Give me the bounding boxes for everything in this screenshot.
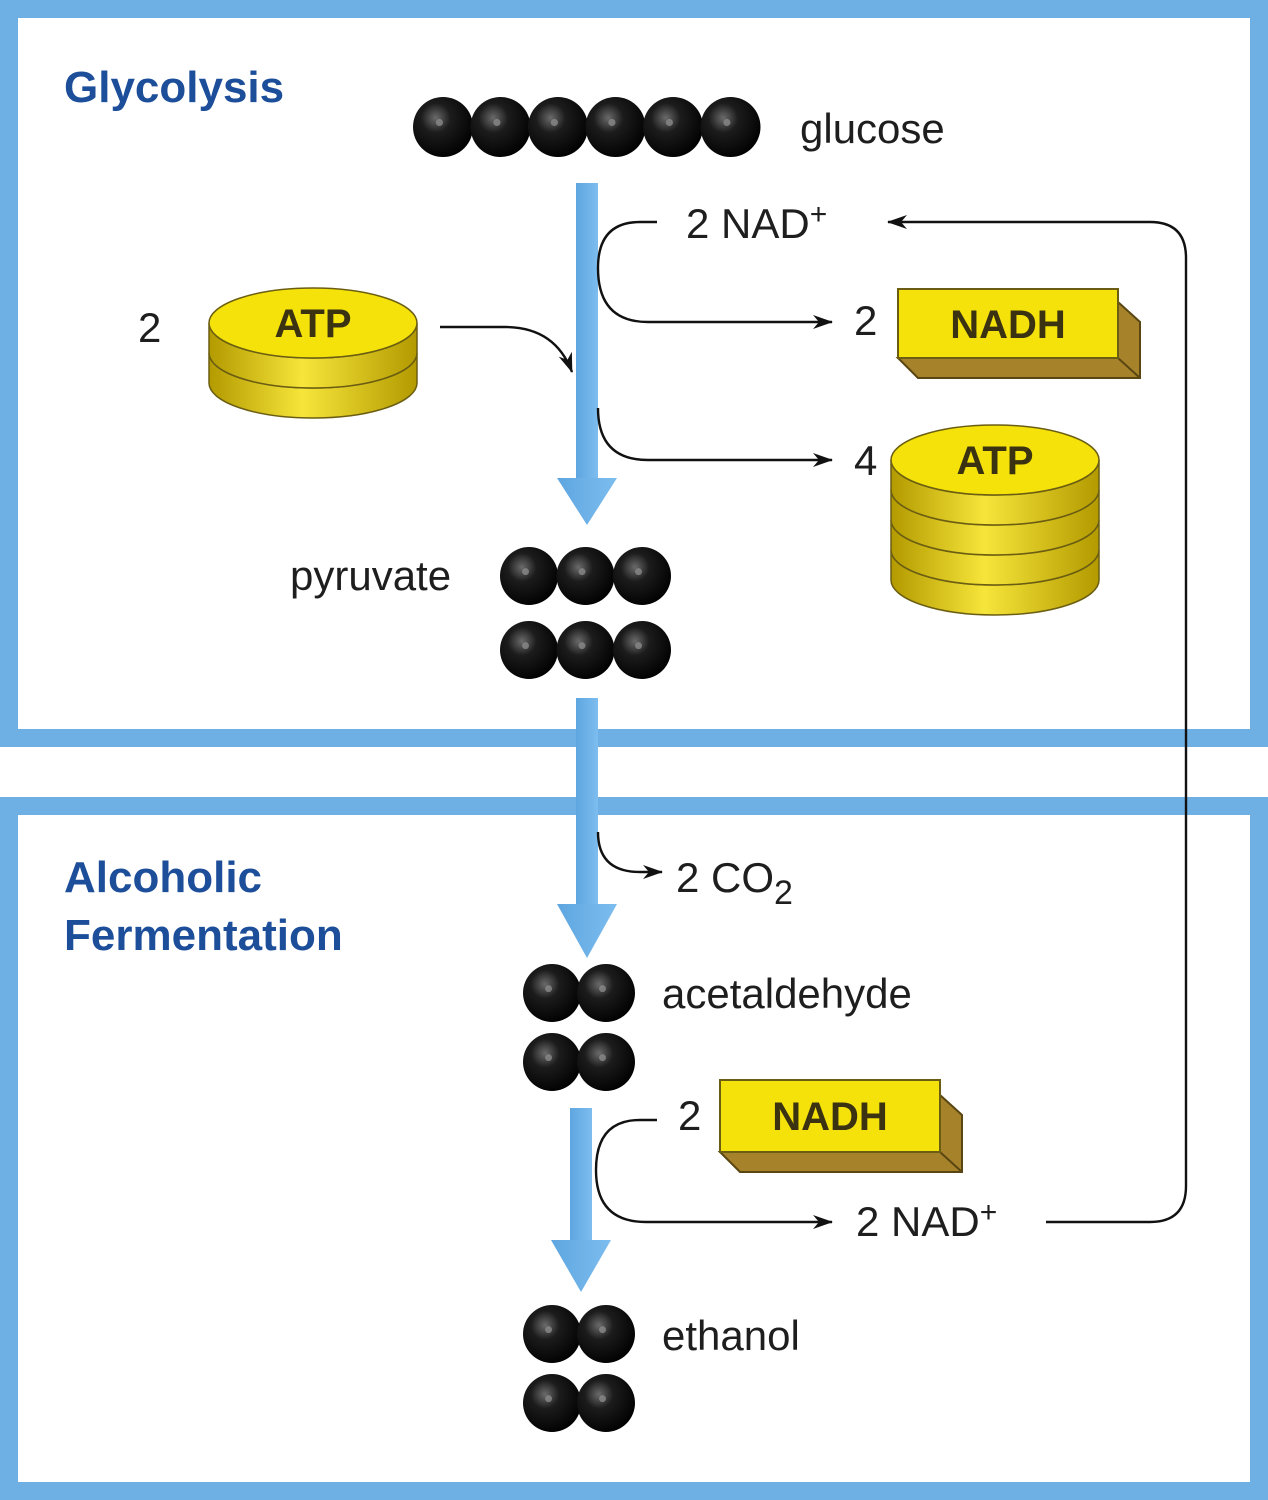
nad-plus-top-label: 2 NAD+ [686,198,827,247]
nadh-formation-arrow [596,220,833,329]
atp-output-count: 4 [854,437,877,484]
atp-output-arrow [596,407,833,467]
nadh-output-count: 2 [854,297,877,344]
carbon-atom [523,964,581,1022]
nad-regeneration-arrow [594,1118,833,1229]
atp-coin-label: ATP [956,439,1033,483]
atp-input-count: 2 [138,304,161,351]
carbon-atom-highlight [723,118,731,127]
carbon-atom [523,1374,581,1432]
atp-coin-top [890,424,1100,496]
nadh-input-card: NADH [717,1079,963,1173]
nad-recycle-arrow [887,215,1188,1224]
carbon-atom-highlight [599,1054,607,1062]
fermentation-heading-line1: Alcoholic [64,853,262,902]
fermentation-heading-line2: Fermentation [64,911,343,960]
carbon-atom-highlight [665,118,674,127]
carbon-atom-highlight [635,642,643,650]
carbon-atom-highlight [599,1395,607,1403]
carbon-atom [585,97,646,157]
carbon-atom-highlight [550,118,559,127]
carbon-atom [613,547,671,605]
nad-plus-bottom-label: 2 NAD+ [856,1196,997,1245]
carbon-atom [470,97,531,157]
atp-output-stack: ATP [890,424,1100,616]
glucose-label: glucose [800,105,945,152]
carbon-atom [577,1033,635,1091]
ethanol-label: ethanol [662,1312,800,1359]
carbon-atom-highlight [545,1326,553,1334]
carbon-atom [577,1305,635,1363]
carbon-atom-highlight [522,642,530,650]
carbon-atom-highlight [578,642,586,650]
carbon-atom-highlight [435,118,443,127]
fermentation-panel [0,797,1268,1500]
carbon-atom-highlight [599,1326,607,1334]
carbon-atom [528,97,588,157]
acetaldehyde-label: acetaldehyde [662,970,912,1017]
nadh-input-count: 2 [678,1092,701,1139]
carbon-atom-highlight [522,568,530,576]
carbon-atom [523,1305,581,1363]
nadh-output-label: NADH [950,303,1066,347]
glucose-molecule [413,97,761,157]
nadh-input-label: NADH [772,1095,888,1139]
carbon-atom-highlight [545,985,553,993]
carbon-atom-highlight [608,118,616,127]
carbon-atom [700,97,761,157]
atp-input-arrow [440,325,574,373]
carbon-atom [643,97,703,157]
carbon-atom-highlight [545,1395,553,1403]
carbon-atom [413,97,473,157]
glycolysis-heading: Glycolysis [64,63,284,112]
co2-release-arrow [596,831,663,879]
carbon-atom-highlight [493,118,501,127]
atp-input-stack: ATP [208,287,418,419]
acetaldehyde-molecules [523,964,635,1091]
carbon-atom-highlight [635,568,643,576]
nadh-output-card: NADH [895,288,1141,379]
carbon-atom [500,547,558,605]
carbon-atom [556,547,615,605]
carbon-atom-highlight [599,985,607,993]
carbon-atom [577,1374,635,1432]
carbon-atom-highlight [545,1054,553,1062]
carbon-atom [523,1033,581,1091]
main-flow-arrow [551,183,617,1292]
glycolysis-panel [0,0,1268,747]
pyruvate-label: pyruvate [290,552,451,599]
carbon-atom-highlight [578,568,586,576]
co2-label: 2 CO2 [676,854,793,912]
carbon-atom [556,621,615,679]
pyruvate-molecules [500,547,671,679]
carbon-atom [613,621,671,679]
carbon-atom [500,621,558,679]
ethanol-molecules [523,1305,635,1432]
atp-coin-label: ATP [274,302,351,346]
atp-coin-top [208,287,418,359]
carbon-atom [577,964,635,1022]
